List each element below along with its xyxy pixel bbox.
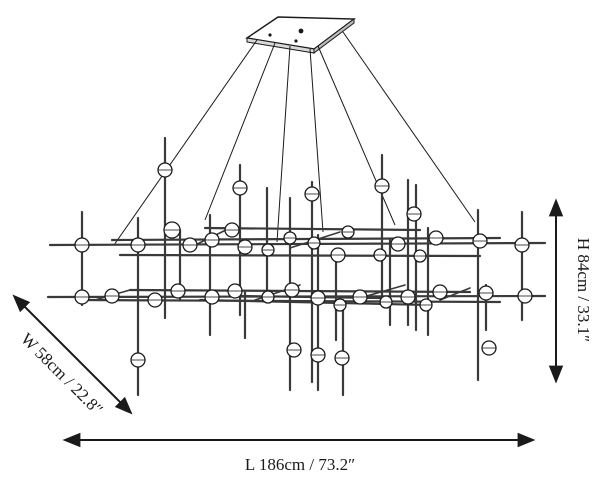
- length-label: L 186cm / 73.2″: [245, 455, 355, 474]
- length-dimension: L 186cm / 73.2″: [62, 432, 536, 474]
- ceiling-canopy: [245, 16, 357, 54]
- chandelier-fixture: [46, 136, 547, 397]
- height-dimension: H 84cm / 33.1″: [548, 198, 593, 384]
- width-dimension: W 58cm / 22.8″: [12, 294, 133, 419]
- horizontal-rail: [48, 241, 547, 247]
- diagonal-accent: [439, 287, 471, 301]
- height-label: H 84cm / 33.1″: [574, 238, 593, 342]
